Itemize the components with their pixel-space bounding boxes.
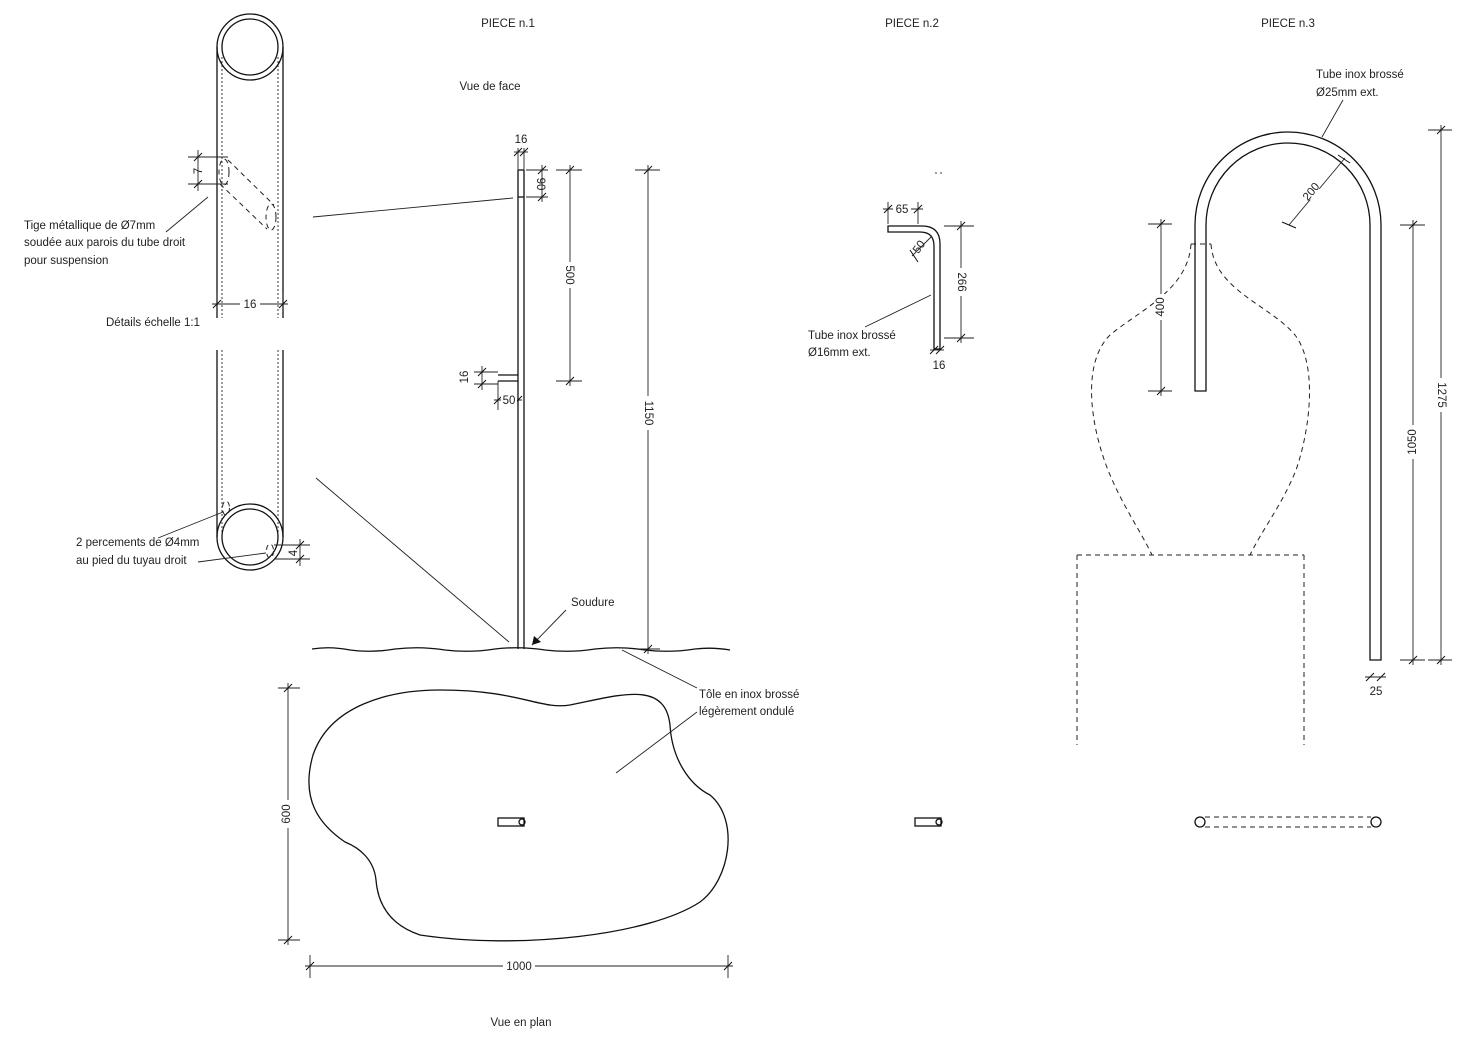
p1-dim-1000-text: 1000 (506, 961, 532, 973)
p3-dimension-1050: 1050 (1400, 220, 1425, 665)
rod-note-line-3: pour suspension (24, 255, 108, 267)
p3-dimension-1275: 1275 (1428, 125, 1452, 665)
p1-dim-600-text: 600 (281, 804, 293, 823)
weld-note: Soudure (531, 597, 614, 646)
p2-dimension-65: 65 (883, 202, 923, 224)
piece-3-title: PIECE n.3 (1261, 18, 1315, 30)
piece-2-plan-view (914, 817, 943, 827)
detail-dim-4-text: 4 (288, 549, 300, 556)
detail-dimension-16: 16 (212, 292, 288, 312)
detail-tube-drawing (216, 13, 284, 571)
p1-dim-90-text: 90 (534, 178, 546, 191)
rod-note-line-1: Tige métallique de Ø7mm (24, 220, 155, 232)
p2-dim-50-text: 50 (911, 239, 928, 256)
plan-view-label: Vue en plan (491, 1017, 552, 1029)
p1-dimension-1000: 1000 (305, 955, 733, 978)
detail-scale-label: Détails échelle 1:1 (106, 317, 200, 329)
piece-2-title: PIECE n.2 (885, 18, 939, 30)
tube16-note-line-2: Ø16mm ext. (808, 347, 871, 359)
tube25-note-line-1: Tube inox brossé (1316, 69, 1404, 81)
detail-callout-top (312, 197, 514, 218)
p1-dimension-50: 50 (493, 381, 523, 410)
sheet-note: Tôle en inox brossé légèrement ondulé (615, 649, 799, 774)
p1-dimension-1150: 1150 (635, 165, 660, 654)
p3-dim-25-text: 25 (1370, 686, 1383, 698)
holes-note-line-1: 2 percements de Ø4mm (76, 537, 199, 549)
piece-2-front-view (887, 172, 942, 350)
p2-dimension-266: 266 (944, 221, 974, 343)
piece-1-front-view (311, 169, 731, 652)
p1-dim-16-top-text: 16 (515, 134, 528, 146)
p1-dim-16-side-text: 16 (459, 371, 471, 384)
p1-dimension-90: 90 (526, 165, 548, 202)
p2-dim-65-text: 65 (896, 204, 909, 216)
detail-dimension-7: 7 (188, 150, 228, 191)
tube16-note-line-1: Tube inox brossé (808, 330, 896, 342)
p3-dimension-200: 200 (1281, 154, 1351, 229)
p1-dim-500-text: 500 (563, 265, 575, 284)
rod-note: Tige métallique de Ø7mm soudée aux paroi… (24, 196, 209, 267)
tube16-note: Tube inox brossé Ø16mm ext. (808, 294, 932, 359)
p1-dim-50-text: 50 (503, 395, 516, 407)
tube25-note: Tube inox brossé Ø25mm ext. (1316, 69, 1404, 138)
detail-dim-7-text: 7 (193, 168, 205, 174)
sheet-note-line-2: légèrement ondulé (699, 706, 794, 718)
p3-dimension-25: 25 (1365, 672, 1386, 698)
p1-dim-1150-text: 1150 (642, 401, 654, 426)
p2-dim-266-text: 266 (955, 272, 967, 291)
detail-callout-bottom (315, 477, 510, 643)
p3-dim-1275-text: 1275 (1435, 382, 1447, 408)
p1-dimension-16-side: 16 (459, 366, 498, 390)
p1-dimension-600: 600 (278, 683, 300, 945)
rod-note-line-2: soudée aux parois du tube droit (24, 237, 186, 249)
vase-outline (1076, 243, 1310, 745)
p1-dimension-500: 500 (556, 165, 582, 386)
piece-3-plan-view (1194, 816, 1382, 828)
p3-dimension-400: 400 (1148, 219, 1172, 396)
weld-note-text: Soudure (571, 597, 614, 609)
tube25-note-line-2: Ø25mm ext. (1316, 87, 1379, 99)
piece-1-title: PIECE n.1 (481, 18, 535, 30)
p3-dim-400-text: 400 (1155, 297, 1167, 316)
detail-dimension-4: 4 (274, 539, 310, 566)
sheet-note-line-1: Tôle en inox brossé (699, 689, 799, 701)
p2-dimension-16: 16 (929, 345, 946, 372)
p2-dimension-50: 50 (909, 235, 933, 263)
p1-dimension-16-top: 16 (513, 134, 529, 170)
holes-note: 2 percements de Ø4mm au pied du tuyau dr… (76, 511, 267, 567)
holes-note-line-2: au pied du tuyau droit (76, 555, 187, 567)
front-view-label: Vue de face (460, 81, 521, 93)
p2-dim-16-text: 16 (933, 360, 946, 372)
p3-dim-1050-text: 1050 (1407, 429, 1419, 455)
piece-3-front-view (1194, 131, 1382, 661)
detail-dim-16-text: 16 (244, 299, 257, 311)
piece-1-plan-view (308, 689, 729, 942)
